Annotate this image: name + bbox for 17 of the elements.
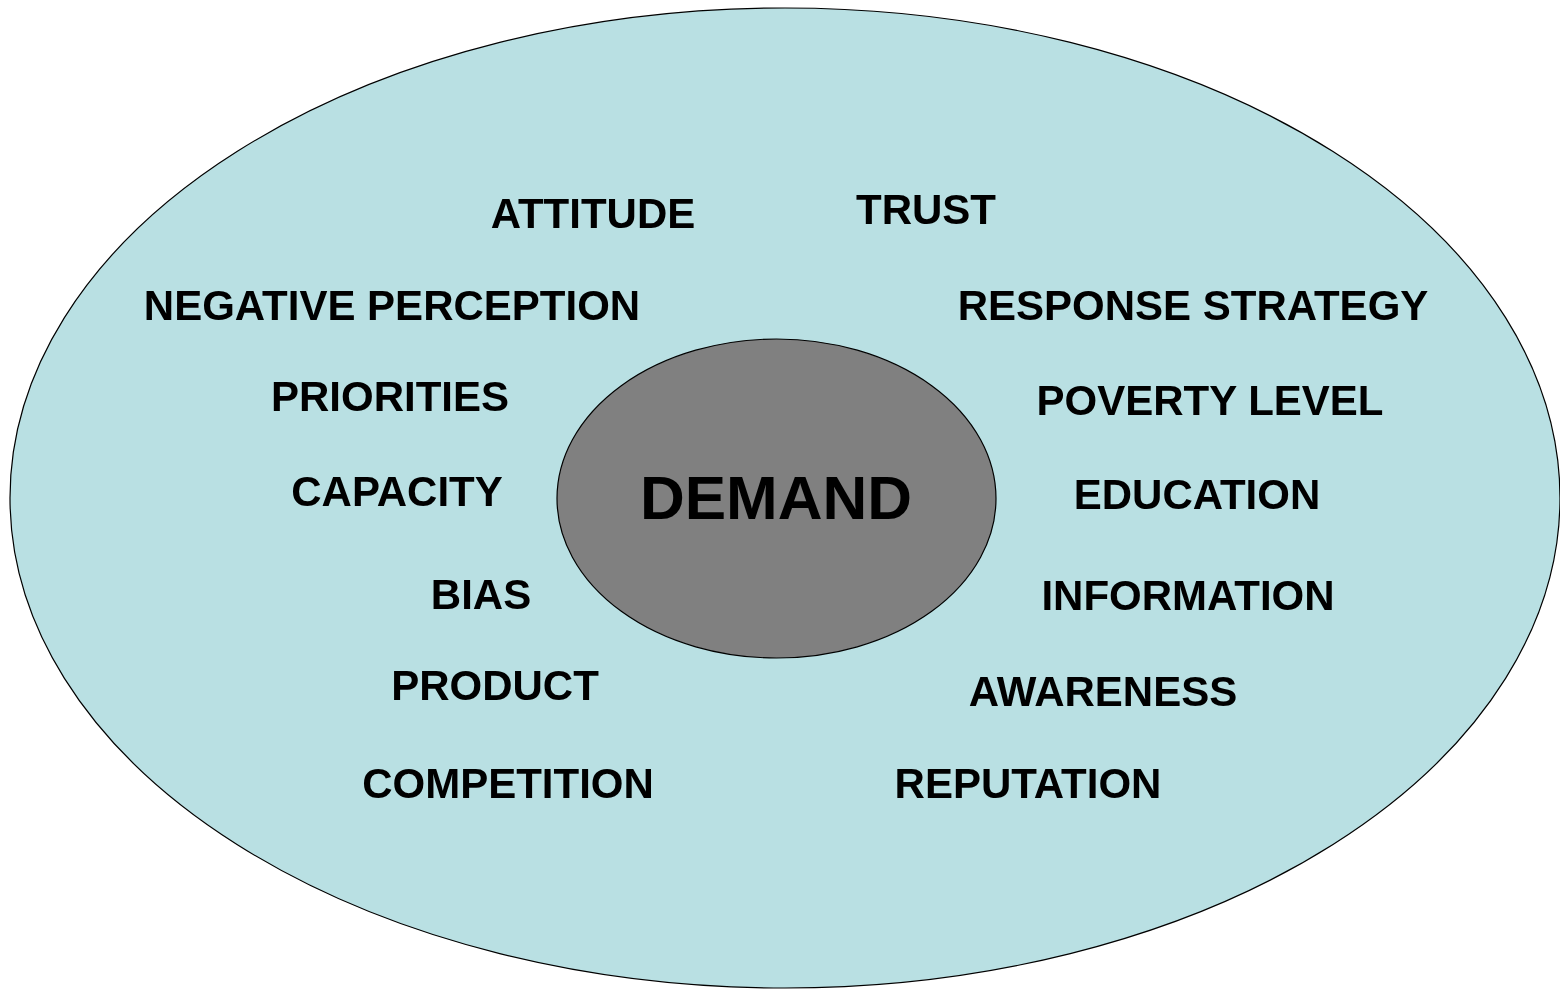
factor-label: COMPETITION bbox=[362, 763, 654, 805]
outer-ellipse bbox=[10, 8, 1560, 988]
factor-label: INFORMATION bbox=[1041, 575, 1335, 617]
factor-label: PRIORITIES bbox=[271, 376, 509, 418]
factor-label: TRUST bbox=[856, 189, 996, 231]
factor-label: REPUTATION bbox=[894, 763, 1162, 805]
factor-label: RESPONSE STRATEGY bbox=[957, 285, 1429, 327]
center-label: DEMAND bbox=[639, 467, 913, 529]
center-ellipse bbox=[556, 338, 996, 658]
factor-label: PRODUCT bbox=[391, 665, 599, 707]
factor-label: AWARENESS bbox=[968, 671, 1238, 713]
factor-label: CAPACITY bbox=[291, 471, 503, 513]
factor-label: NEGATIVE PERCEPTION bbox=[143, 285, 641, 327]
factor-label: BIAS bbox=[430, 574, 532, 616]
factor-label: ATTITUDE bbox=[490, 193, 696, 235]
factor-label: POVERTY LEVEL bbox=[1036, 380, 1384, 422]
factor-label: EDUCATION bbox=[1073, 474, 1321, 516]
